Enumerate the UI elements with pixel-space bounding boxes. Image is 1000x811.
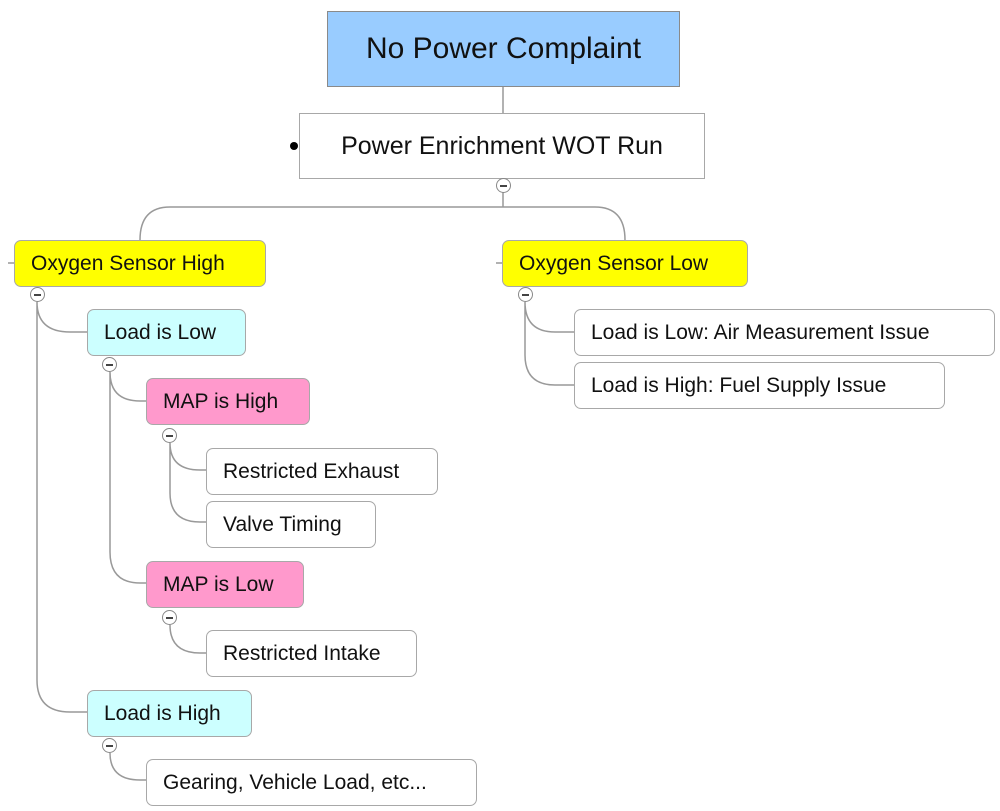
main-topic-node[interactable]: Power Enrichment WOT Run <box>299 113 705 179</box>
node-label: Load is High: Fuel Supply Issue <box>591 373 887 397</box>
collapse-toggle-icon[interactable] <box>102 357 117 372</box>
bullet-icon <box>290 142 298 150</box>
node-label: Valve Timing <box>223 512 342 536</box>
node-map-is-low[interactable]: MAP is Low <box>146 561 304 608</box>
node-map-is-high[interactable]: MAP is High <box>146 378 310 425</box>
node-label: Power Enrichment WOT Run <box>341 131 663 160</box>
node-label: Load is High <box>104 701 221 725</box>
node-load-is-high[interactable]: Load is High <box>87 690 252 737</box>
collapse-toggle-icon[interactable] <box>518 287 533 302</box>
node-label: Load is Low: Air Measurement Issue <box>591 320 930 344</box>
link-maplow-children <box>169 624 206 654</box>
link-o2high-children <box>36 301 87 713</box>
node-gearing-vehicle-load[interactable]: Gearing, Vehicle Load, etc... <box>146 759 477 806</box>
collapse-toggle-icon[interactable] <box>162 610 177 625</box>
node-label: Load is Low <box>104 320 217 344</box>
collapse-toggle-icon[interactable] <box>102 738 117 753</box>
link-main-branches <box>139 192 626 241</box>
node-label: Gearing, Vehicle Load, etc... <box>163 770 427 794</box>
node-load-is-low[interactable]: Load is Low <box>87 309 246 356</box>
node-restricted-exhaust[interactable]: Restricted Exhaust <box>206 448 438 495</box>
node-label: Oxygen Sensor Low <box>519 251 709 275</box>
collapse-toggle-icon[interactable] <box>496 178 511 193</box>
root-node[interactable]: No Power Complaint <box>327 11 680 87</box>
node-label: MAP is Low <box>163 572 274 596</box>
link-maphigh-children <box>169 442 206 523</box>
node-fuel-supply-issue[interactable]: Load is High: Fuel Supply Issue <box>574 362 945 409</box>
node-label: Restricted Exhaust <box>223 459 400 483</box>
node-restricted-intake[interactable]: Restricted Intake <box>206 630 417 677</box>
node-label: Oxygen Sensor High <box>31 251 225 275</box>
node-label: No Power Complaint <box>365 32 642 65</box>
node-valve-timing[interactable]: Valve Timing <box>206 501 376 548</box>
node-air-measurement-issue[interactable]: Load is Low: Air Measurement Issue <box>574 309 995 356</box>
node-oxygen-sensor-high[interactable]: Oxygen Sensor High <box>14 240 266 287</box>
link-o2low-children <box>524 301 575 386</box>
collapse-toggle-icon[interactable] <box>162 428 177 443</box>
node-label: MAP is High <box>163 389 279 413</box>
node-oxygen-sensor-low[interactable]: Oxygen Sensor Low <box>502 240 748 287</box>
link-loadhigh-children <box>109 752 147 781</box>
node-label: Restricted Intake <box>223 641 381 665</box>
link-loadlow-children <box>109 371 147 584</box>
collapse-toggle-icon[interactable] <box>30 287 45 302</box>
